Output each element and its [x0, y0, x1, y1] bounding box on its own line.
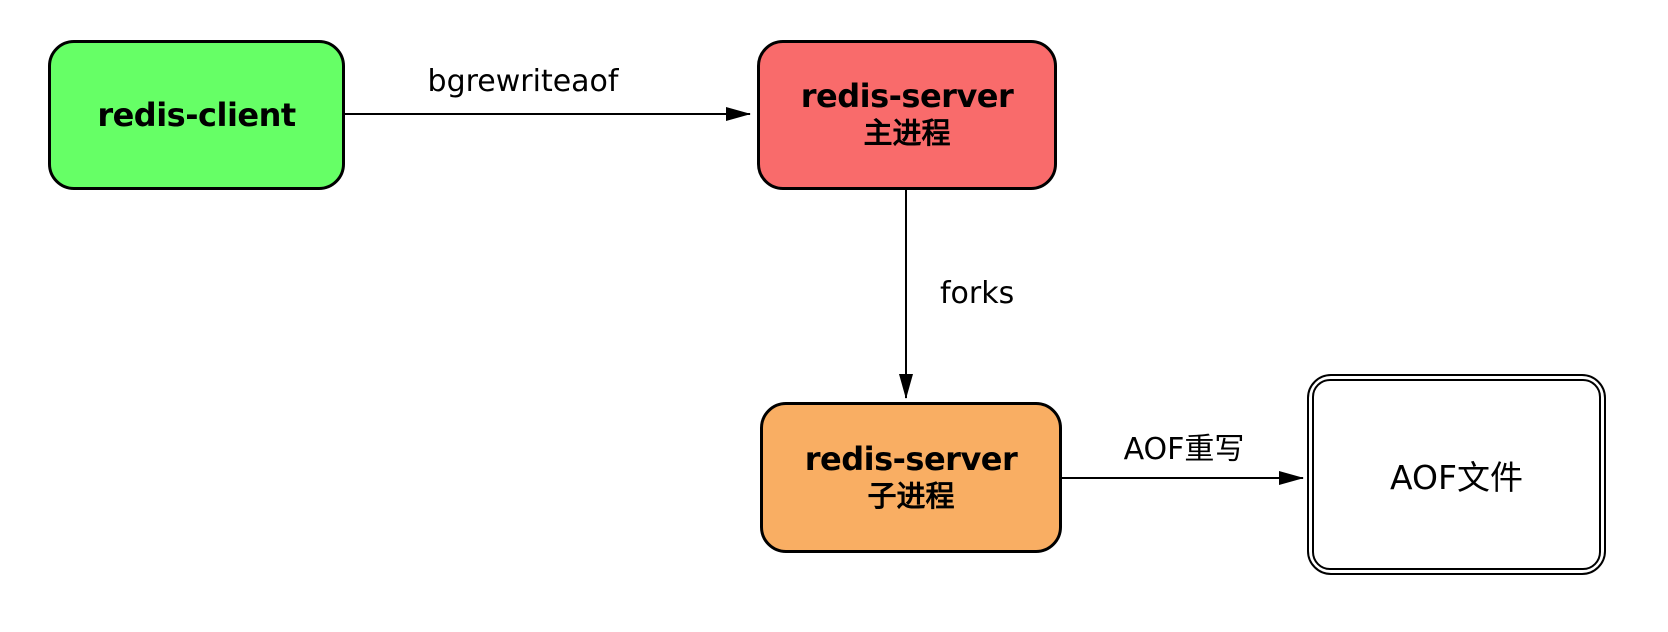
node-redis-server-child-label: redis-server	[804, 439, 1018, 478]
edge-bgrewriteaof-label: bgrewriteaof	[427, 64, 619, 99]
edge-forks-label: forks	[940, 276, 1015, 311]
node-redis-server-main: redis-server 主进程	[757, 40, 1057, 190]
node-redis-server-child: redis-server 子进程	[760, 402, 1062, 553]
edge-aof-rewrite-label: AOF重写	[1123, 432, 1245, 467]
node-redis-client: redis-client	[48, 40, 345, 190]
node-redis-server-main-label: redis-server	[800, 77, 1014, 116]
node-aof-file: AOF文件	[1307, 374, 1606, 575]
node-redis-client-label: redis-client	[97, 95, 296, 134]
node-aof-file-label: AOF文件	[1390, 457, 1523, 497]
node-redis-server-child-sublabel: 子进程	[867, 478, 955, 513]
node-aof-file-inner-border: AOF文件	[1312, 379, 1601, 570]
node-redis-server-main-sublabel: 主进程	[863, 116, 951, 151]
